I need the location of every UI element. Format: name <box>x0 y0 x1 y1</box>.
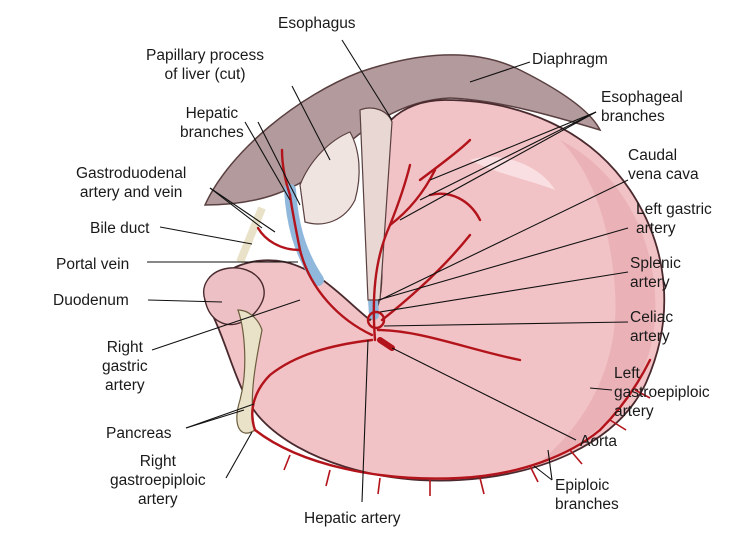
esophagus-tube <box>359 107 393 301</box>
label-bile-duct: Bile duct <box>90 220 150 237</box>
label-splenic: Splenic artery <box>630 255 681 291</box>
label-right-gastroepiploic: Right gastroepiploic artery <box>110 453 206 508</box>
label-esophagus: Esophagus <box>278 15 356 32</box>
label-epiploic-branches: Epiploic branches <box>555 477 619 513</box>
duodenum <box>203 267 265 326</box>
label-gastroduodenal: Gastroduodenal artery and vein <box>76 165 187 201</box>
label-aorta: Aorta <box>580 433 618 450</box>
epiploic-branch-marks <box>283 389 651 496</box>
celiac-origin <box>366 310 386 330</box>
label-papillary-process: Papillary process of liver (cut) <box>146 47 265 83</box>
bile-duct <box>236 206 266 264</box>
label-pancreas: Pancreas <box>106 425 172 442</box>
label-hepatic-artery: Hepatic artery <box>304 510 401 527</box>
label-celiac: Celiac artery <box>630 309 674 345</box>
label-left-gastric: Left gastric artery <box>636 201 712 237</box>
label-esophageal-branches: Esophageal branches <box>601 89 683 125</box>
stomach-shading <box>540 140 656 462</box>
label-caudal-vena-cava: Caudal vena cava <box>628 147 699 183</box>
stomach-body <box>204 99 666 482</box>
papillary-process <box>299 131 360 225</box>
label-portal-vein: Portal vein <box>56 256 130 273</box>
label-left-gastroepiploic: Left gastroepiploic artery <box>614 365 710 420</box>
aorta <box>377 337 395 351</box>
arteries <box>251 138 652 480</box>
label-duodenum: Duodenum <box>53 292 129 309</box>
label-hepatic-branches: Hepatic branches <box>180 105 244 141</box>
stomach-highlight <box>470 156 555 190</box>
leader-lines <box>147 39 629 503</box>
label-right-gastric: Right gastric artery <box>102 339 148 394</box>
label-diaphragm: Diaphragm <box>532 51 608 68</box>
